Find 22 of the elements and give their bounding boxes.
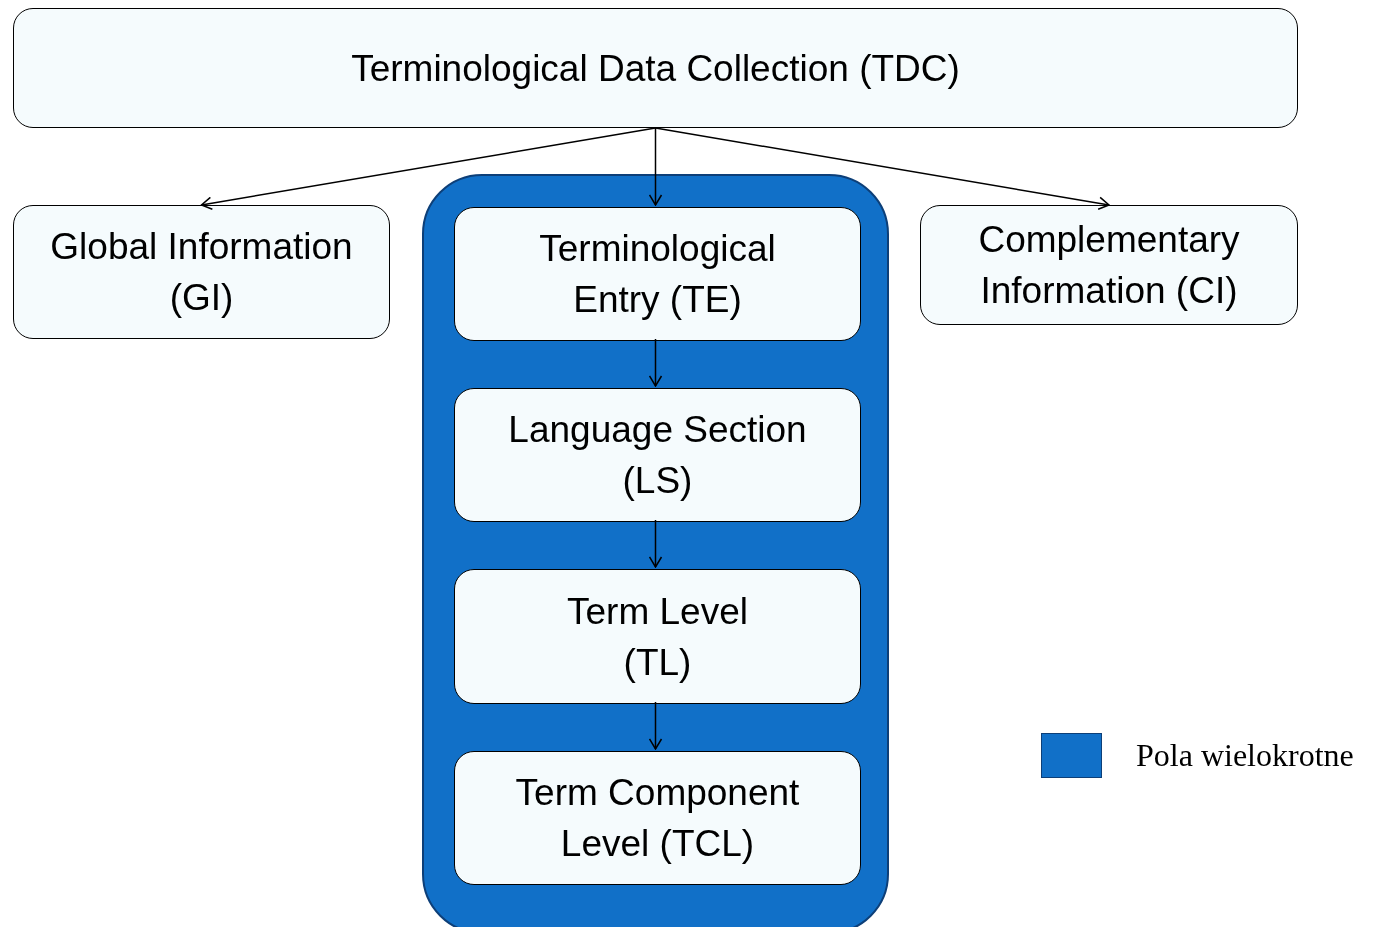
- process-box: [13, 8, 1298, 128]
- arrow: [648, 701, 663, 750]
- process-box: [13, 205, 390, 339]
- process-box: [454, 751, 861, 885]
- process-box: [454, 388, 861, 522]
- arrow: [200, 127, 657, 210]
- process-box: [920, 205, 1298, 325]
- legend-label: Pola wielokrotne: [1136, 737, 1354, 774]
- arrow: [648, 519, 663, 568]
- node-label: Term Component Level (TCL): [514, 771, 801, 866]
- arrow: [648, 127, 663, 206]
- node-label: Term Level (TL): [566, 589, 749, 685]
- arrow: [654, 127, 1110, 210]
- node-label: Language Section (LS): [507, 408, 808, 503]
- node-label: Terminological Entry (TE): [538, 227, 777, 322]
- process-box: [454, 207, 861, 341]
- node-label: Global Information (GI): [49, 225, 354, 320]
- arrow: [648, 338, 663, 387]
- process-box: [454, 569, 861, 704]
- node-label: Complementary Information (CI): [977, 218, 1241, 313]
- group-panel: [422, 174, 889, 927]
- node-label: Terminological Data Collection (TDC): [351, 46, 960, 91]
